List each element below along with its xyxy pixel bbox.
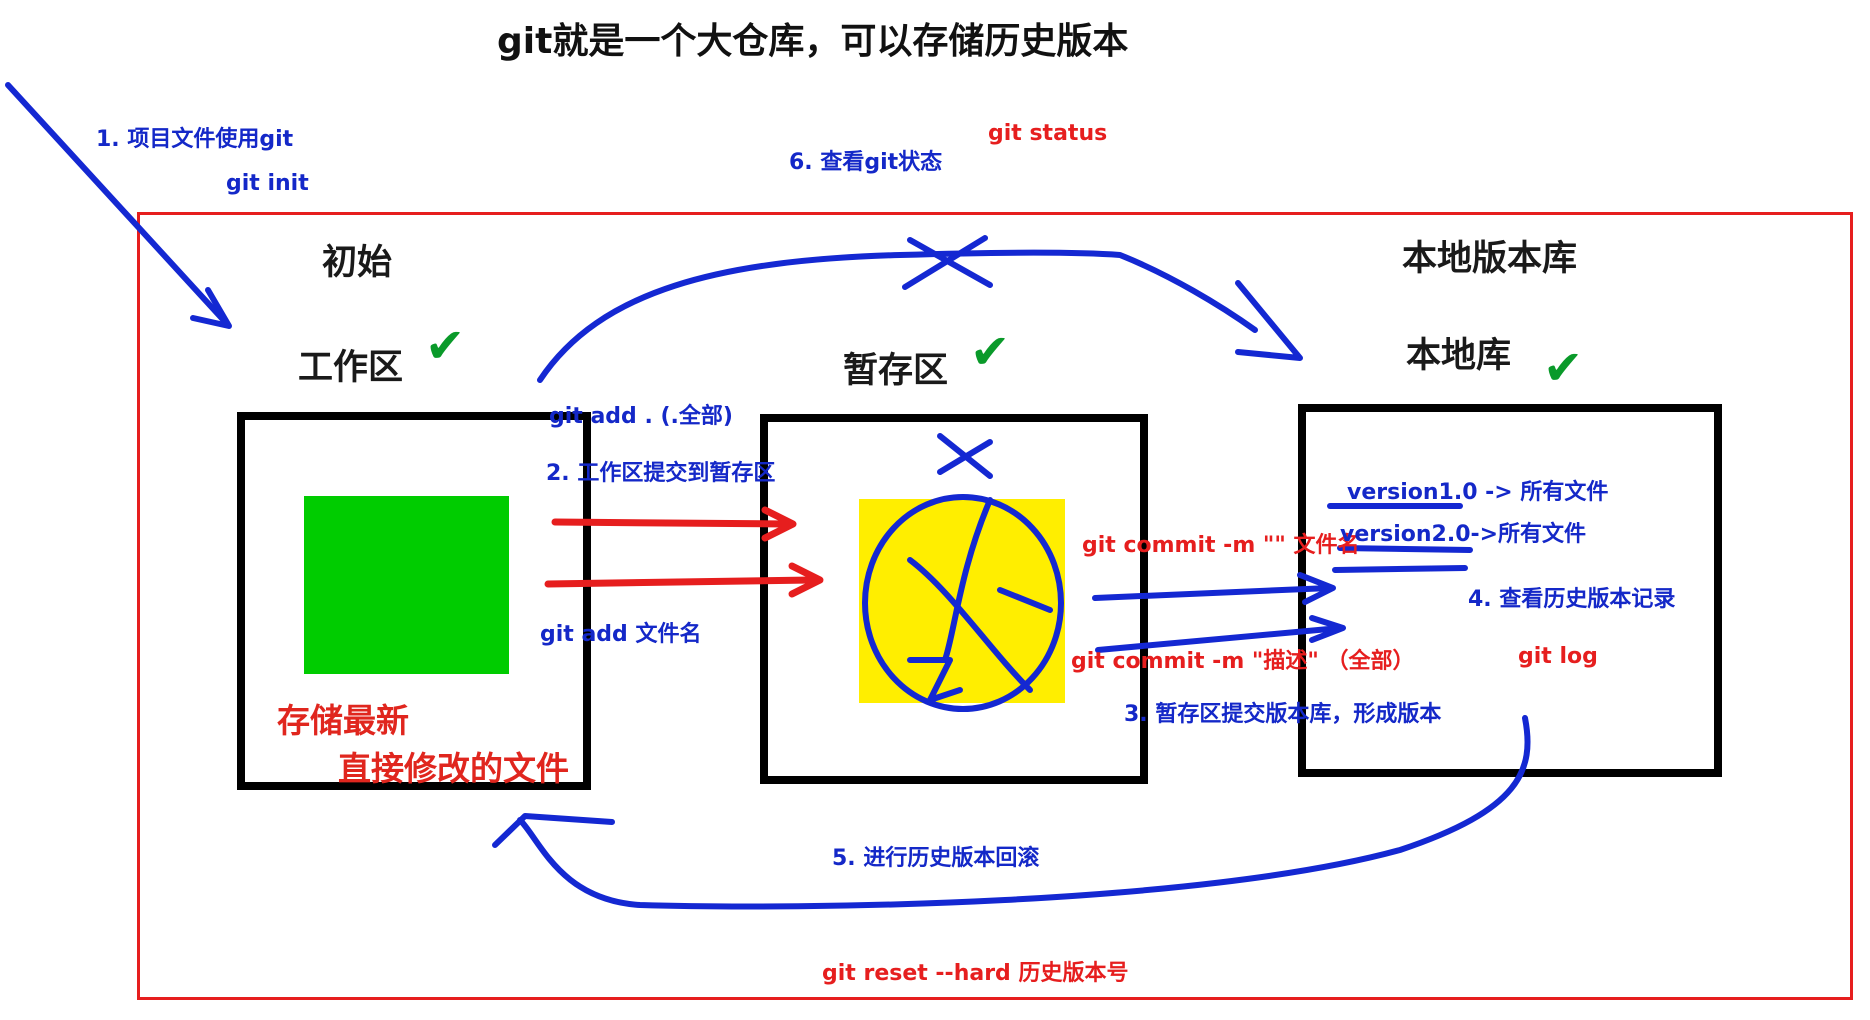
- workspace-label: 工作区: [298, 348, 404, 388]
- step4-command: git log: [1518, 644, 1598, 669]
- step3-label: 3. 暂存区提交版本库，形成版本: [1124, 702, 1442, 727]
- status-arc-left: [537, 249, 1258, 383]
- staging-scribble-4: [997, 587, 1053, 613]
- add-arrow-1: [551, 518, 789, 528]
- step5-command: git reset --hard 历史版本号: [822, 961, 1129, 986]
- local-repo-checkmark-icon: ✔: [1543, 340, 1584, 396]
- workspace-green-square: [304, 496, 509, 674]
- diagram-frame: [137, 212, 1853, 1000]
- init-arrow-head: [190, 287, 232, 329]
- init-arrow-line: [5, 82, 231, 328]
- commit-arrow-2-head: [1309, 615, 1346, 643]
- staging-cross-2: [937, 439, 993, 475]
- version2-underline-1: [1337, 545, 1473, 553]
- rollback-arrow: [517, 715, 1531, 910]
- staging-label: 暂存区: [843, 351, 949, 391]
- workspace-note-line1: 存储最新: [277, 701, 409, 740]
- staging-scribble-1: [907, 557, 1033, 693]
- add-arrow-2: [544, 576, 816, 588]
- staging-circle: [862, 494, 1064, 712]
- staging-scribble-3: [907, 657, 963, 703]
- workspace-note-line2: 直接修改的文件: [338, 749, 569, 788]
- step4-label: 4. 查看历史版本记录: [1468, 587, 1676, 612]
- page-title: git就是一个大仓库，可以存储历史版本: [497, 21, 1129, 62]
- step1-label: 1. 项目文件使用git: [96, 127, 294, 152]
- local-repo-title: 本地版本库: [1402, 239, 1578, 279]
- commit-arrow-1-head: [1297, 572, 1336, 605]
- commit-file-command: git commit -m "" 文件名: [1082, 533, 1360, 558]
- workspace-checkmark-icon: ✔: [425, 318, 466, 374]
- step2-label: 2. 工作区提交到暂存区: [546, 461, 776, 486]
- status-cross-2: [902, 235, 988, 290]
- commit-all-command: git commit -m "描述" （全部）: [1071, 649, 1415, 674]
- add-all-command: git add . (.全部): [549, 404, 733, 429]
- step1-command: git init: [226, 171, 309, 196]
- workspace-box: [237, 412, 591, 790]
- staging-box: [760, 414, 1148, 784]
- status-arc-right-head: [1235, 280, 1303, 361]
- local-repo-label: 本地库: [1406, 336, 1512, 376]
- staging-checkmark-icon: ✔: [970, 324, 1011, 380]
- initial-label: 初始: [322, 243, 393, 283]
- rollback-arrow-head: [492, 813, 615, 848]
- version1-record: version1.0 -> 所有文件: [1347, 480, 1609, 505]
- add-file-command: git add 文件名: [540, 622, 702, 647]
- step6-command: git status: [988, 121, 1108, 146]
- step5-label: 5. 进行历史版本回滚: [832, 846, 1040, 871]
- version2-record: version2.0->所有文件: [1340, 522, 1587, 547]
- commit-arrow-2: [1095, 625, 1343, 653]
- step6-label: 6. 查看git状态: [789, 150, 943, 175]
- commit-arrow-1: [1092, 585, 1333, 601]
- add-arrow-2-head: [788, 562, 824, 598]
- add-arrow-1-head: [761, 506, 797, 542]
- version2-underline-2: [1332, 565, 1468, 573]
- staging-scribble-2: [942, 497, 993, 663]
